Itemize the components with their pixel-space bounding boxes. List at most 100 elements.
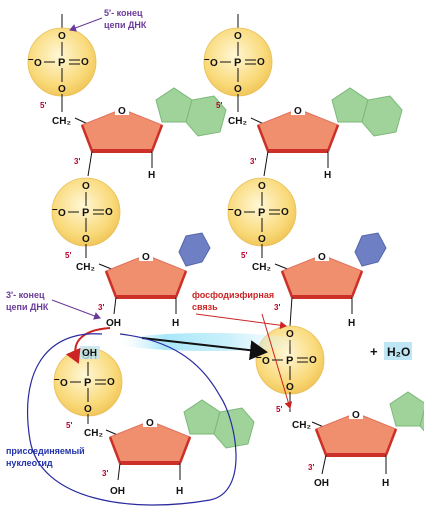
svg-text:CH₂: CH₂ (228, 116, 247, 127)
added-nucleotide-label: присоединяемый (6, 446, 85, 456)
svg-text:5': 5' (66, 421, 72, 430)
svg-text:O: O (234, 31, 242, 42)
svg-text:3': 3' (308, 463, 314, 472)
svg-text:O: O (258, 181, 266, 192)
svg-text:3': 3' (274, 303, 280, 312)
svg-text:–: – (204, 54, 210, 65)
pyrimidine-base-right (354, 232, 387, 267)
purine-base-left-1 (155, 87, 227, 137)
water-label: H₂O (387, 345, 410, 359)
svg-text:O: O (281, 207, 289, 218)
svg-text:O: O (286, 329, 294, 340)
svg-text:P: P (234, 57, 241, 69)
svg-text:P: P (286, 355, 293, 367)
svg-text:OH: OH (110, 486, 125, 497)
phosphate-group-right-2: O P O – O O (227, 177, 297, 247)
hydrogen-label: H (148, 170, 155, 181)
svg-text:3': 3' (250, 157, 256, 166)
svg-text:CH₂: CH₂ (292, 420, 311, 431)
svg-text:O: O (142, 252, 150, 263)
sugar-left-2: O (104, 248, 188, 299)
svg-text:O: O (309, 355, 317, 366)
svg-text:5': 5' (241, 251, 247, 260)
purine-base-incoming (183, 399, 255, 449)
svg-text:O: O (34, 58, 42, 69)
svg-text:O: O (294, 106, 302, 117)
svg-text:O: O (352, 410, 360, 421)
svg-text:CH₂: CH₂ (76, 262, 95, 273)
prime-5-label: 5' (40, 101, 46, 110)
svg-text:O: O (262, 356, 270, 367)
sugar-right-2: O (280, 248, 364, 299)
svg-text:–: – (28, 54, 34, 65)
svg-text:CH₂: CH₂ (84, 428, 103, 439)
three-prime-end-label: 3'- конец (6, 290, 45, 300)
svg-text:H: H (348, 318, 355, 329)
three-prime-end-label-2: цепи ДНК (6, 302, 49, 312)
phosphodiester-bond-label: фосфодиэфирная (192, 290, 274, 300)
svg-text:3': 3' (74, 157, 80, 166)
svg-text:–: – (228, 204, 234, 215)
svg-text:O: O (234, 84, 242, 95)
hydroxyl-leaving: OH (82, 348, 97, 359)
svg-text:H: H (172, 318, 179, 329)
svg-text:H: H (382, 478, 389, 489)
svg-text:CH₂: CH₂ (252, 262, 271, 273)
svg-text:H: H (324, 170, 331, 181)
five-prime-end-label: 5'- конец (104, 8, 143, 18)
svg-text:3': 3' (98, 303, 104, 312)
svg-text:5': 5' (65, 251, 71, 260)
svg-text:O: O (118, 106, 126, 117)
svg-text:5': 5' (276, 405, 282, 414)
svg-text:O: O (210, 58, 218, 69)
svg-text:–: – (256, 352, 262, 363)
incoming-nucleotide-outline (26, 333, 237, 506)
svg-text:P: P (258, 207, 265, 219)
ch2-label: CH₂ (52, 116, 71, 127)
svg-text:O: O (58, 31, 66, 42)
svg-text:3': 3' (102, 469, 108, 478)
five-prime-end-label-2: цепи ДНК (104, 20, 147, 30)
svg-text:–: – (54, 374, 60, 385)
svg-text:–: – (52, 204, 58, 215)
svg-text:O: O (286, 382, 294, 393)
svg-text:O: O (84, 404, 92, 415)
hydroxyl-3-prime: OH (106, 318, 121, 329)
svg-text:O: O (82, 234, 90, 245)
svg-text:O: O (146, 418, 154, 429)
svg-text:P: P (58, 57, 65, 69)
svg-text:O: O (107, 377, 115, 388)
svg-text:O: O (318, 252, 326, 263)
svg-text:O: O (81, 57, 89, 68)
svg-text:O: O (58, 208, 66, 219)
added-nucleotide-label-2: нуклеотид (6, 458, 53, 468)
phosphate-group-left-1: O P O – O O (27, 27, 97, 97)
plus-sign: + (370, 344, 378, 359)
purine-base-right-1 (331, 87, 403, 137)
svg-text:O: O (234, 208, 242, 219)
svg-text:O: O (58, 84, 66, 95)
phosphate-group-left-2: O P O – O O (51, 177, 121, 247)
svg-text:O: O (60, 378, 68, 389)
phosphate-group-right-1: O P O – O O (203, 27, 273, 97)
sugar-right-1: O (256, 102, 340, 153)
phosphodiester-bond-label-2: связь (192, 302, 218, 312)
svg-text:O: O (105, 207, 113, 218)
reaction-arrow (141, 337, 268, 361)
svg-text:P: P (84, 377, 91, 389)
pyrimidine-base-left (178, 232, 211, 267)
sugar-right-3: O (314, 406, 398, 457)
svg-text:H: H (176, 486, 183, 497)
attack-arrow (65, 327, 111, 364)
svg-text:O: O (257, 57, 265, 68)
water-badge (384, 342, 412, 360)
svg-text:O: O (258, 234, 266, 245)
svg-text:O: O (82, 181, 90, 192)
svg-text:OH: OH (314, 478, 329, 489)
svg-text:5': 5' (216, 101, 222, 110)
sugar-left-1: O (80, 102, 164, 153)
reaction-glow (118, 333, 302, 351)
svg-text:P: P (82, 207, 89, 219)
